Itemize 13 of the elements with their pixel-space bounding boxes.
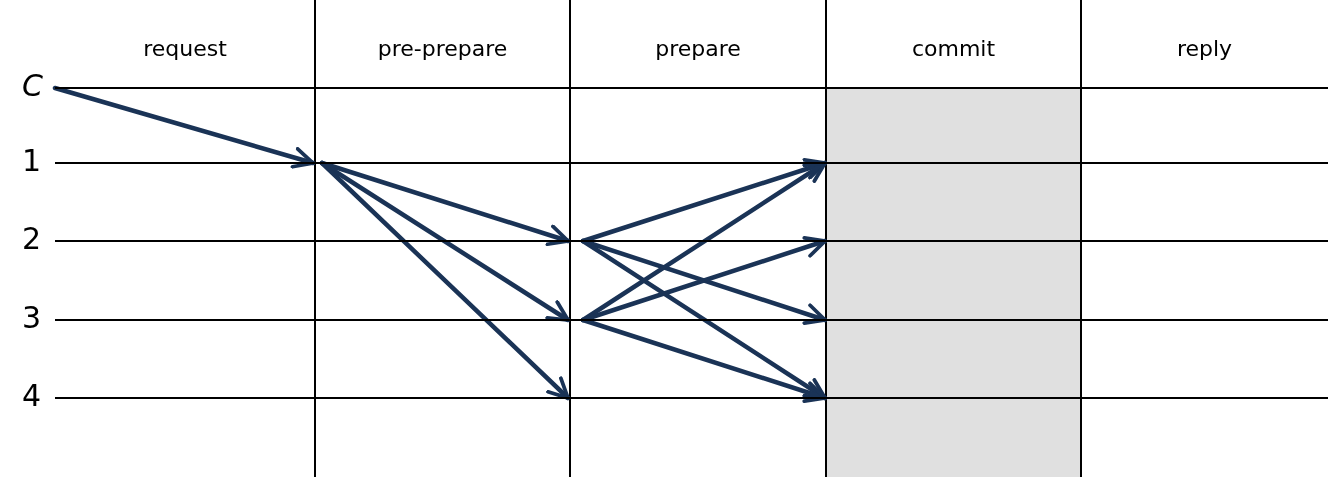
process-label: 4 (22, 381, 42, 411)
message-arrow (52, 85, 316, 169)
process-label: 1 (22, 146, 42, 176)
phase-header: pre-prepare (376, 36, 509, 61)
phase-header: commit (910, 36, 997, 61)
process-label: 2 (22, 224, 42, 254)
message-arrow (319, 160, 571, 401)
process-label: C (22, 71, 43, 101)
phase-header: request (142, 36, 228, 61)
phase-header: reply (1175, 36, 1234, 61)
phase-header: prepare (654, 36, 742, 61)
message-arrow (580, 317, 828, 404)
process-label: 3 (22, 303, 42, 333)
